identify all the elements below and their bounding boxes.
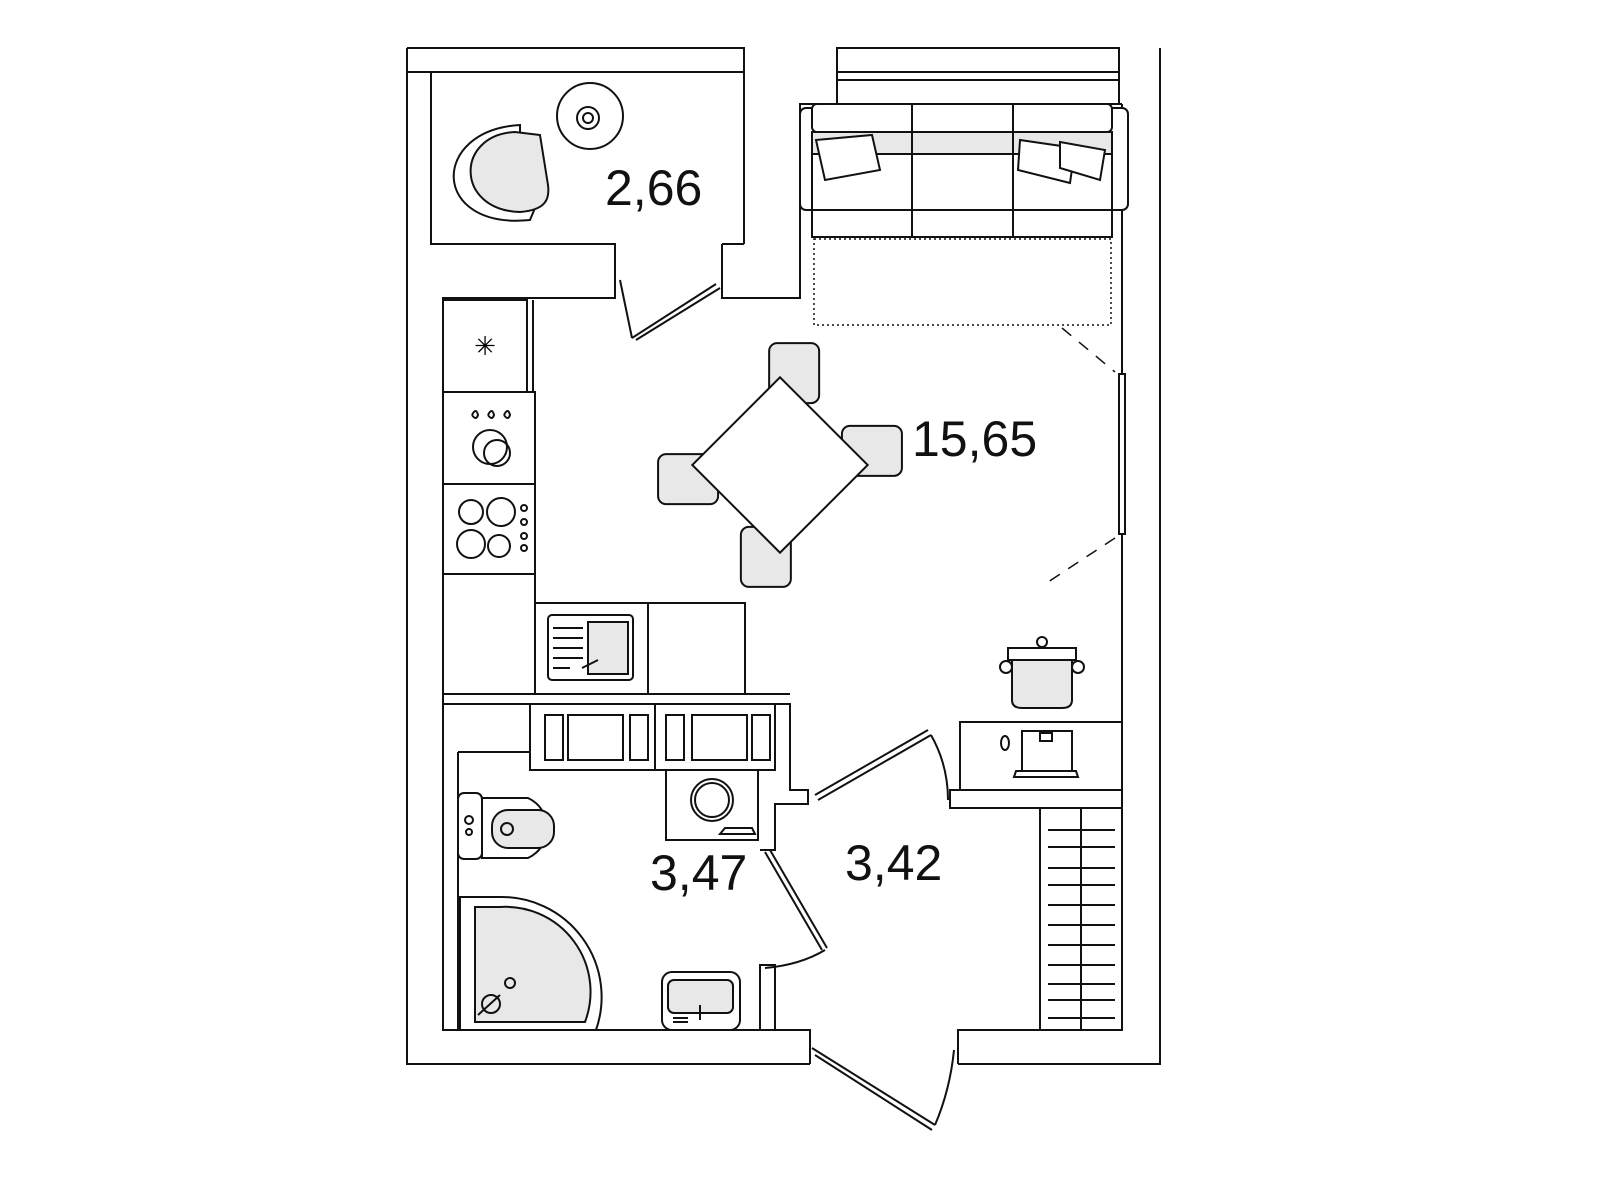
room-area-balcony: 2,66 <box>605 160 702 216</box>
desk-with-laptop-icon <box>959 721 1123 791</box>
cooking-pot-icon <box>999 636 1085 709</box>
svg-text:✳: ✳ <box>474 332 496 362</box>
fridge-icon <box>442 299 528 393</box>
washing-machine-icon <box>665 769 759 841</box>
sofa-icon <box>799 103 1129 326</box>
washbasin-icon <box>661 971 741 1031</box>
dining-table-icon <box>657 342 903 588</box>
window-right <box>1118 373 1126 535</box>
stove-icon <box>442 483 536 575</box>
dishwasher-icon <box>442 391 536 485</box>
zone-divider <box>1047 327 1116 583</box>
toilet-icon <box>457 792 555 860</box>
armchair-icon <box>452 123 550 222</box>
entrance-door[interactable] <box>811 1047 955 1131</box>
wardrobe-icon <box>1039 807 1123 1031</box>
shower-icon <box>459 895 603 1031</box>
doors <box>619 279 955 1131</box>
room-area-hallway: 3,42 <box>845 835 942 891</box>
side-table-icon <box>556 82 624 150</box>
room-area-bathroom: 3,47 <box>650 845 747 901</box>
bathroom-door[interactable] <box>764 849 828 969</box>
room-door[interactable] <box>814 729 949 801</box>
bathroom-fixtures <box>457 703 776 1031</box>
room-area-living: 15,65 <box>912 411 1037 467</box>
balcony-door[interactable] <box>619 279 721 341</box>
kitchen-unit: ✳ <box>442 299 746 695</box>
window-top <box>836 47 1120 105</box>
